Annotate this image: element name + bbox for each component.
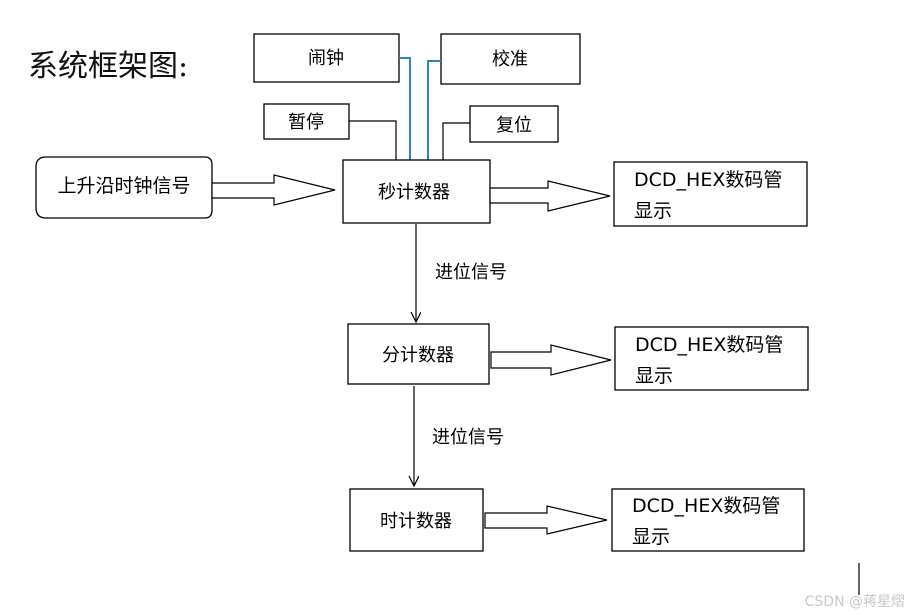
clock-signal-label: 上升沿时钟信号	[57, 175, 190, 197]
minute-counter-box	[347, 323, 490, 385]
pause-connector	[349, 120, 397, 160]
seconds-to-display-arrow	[489, 180, 611, 212]
diagram-title: 系统框架图:	[28, 49, 188, 84]
hour-counter-box	[349, 488, 484, 552]
clock-to-seconds-arrow	[211, 174, 336, 206]
calibrate-label: 校准	[492, 49, 528, 70]
pause-label: 暂停	[288, 112, 324, 133]
reset-connector	[442, 122, 470, 160]
minutes-to-display-arrow	[490, 344, 612, 376]
display-box-3	[611, 488, 805, 552]
alarm-label: 闹钟	[308, 48, 344, 69]
minute-counter-label: 分计数器	[382, 345, 454, 366]
watermark: CSDN @蒋星熠	[805, 594, 905, 610]
alarm-connector	[399, 57, 411, 160]
pause-box	[263, 103, 350, 140]
carry-label-1: 进位信号	[435, 262, 507, 283]
display-box-1	[613, 161, 808, 227]
display-box-2	[614, 326, 809, 391]
calibrate-box	[440, 33, 581, 85]
hour-counter-label: 时计数器	[380, 511, 452, 532]
calibrate-connector	[427, 60, 441, 160]
second-counter-label: 秒计数器	[378, 182, 450, 203]
display-1-line1: DCD_HEX数码管	[634, 169, 782, 191]
display-1-line2: 显示	[634, 200, 672, 222]
display-2-line1: DCD_HEX数码管	[635, 334, 783, 356]
reset-box	[469, 105, 559, 143]
display-3-line2: 显示	[632, 526, 670, 548]
second-counter-box	[342, 159, 491, 224]
display-2-line2: 显示	[635, 365, 673, 387]
display-3-line1: DCD_HEX数码管	[632, 495, 780, 517]
carry-label-2: 进位信号	[432, 427, 504, 448]
clock-signal-box	[35, 156, 213, 219]
alarm-box	[253, 33, 400, 83]
reset-label: 复位	[496, 115, 532, 136]
hours-to-display-arrow	[484, 505, 608, 535]
